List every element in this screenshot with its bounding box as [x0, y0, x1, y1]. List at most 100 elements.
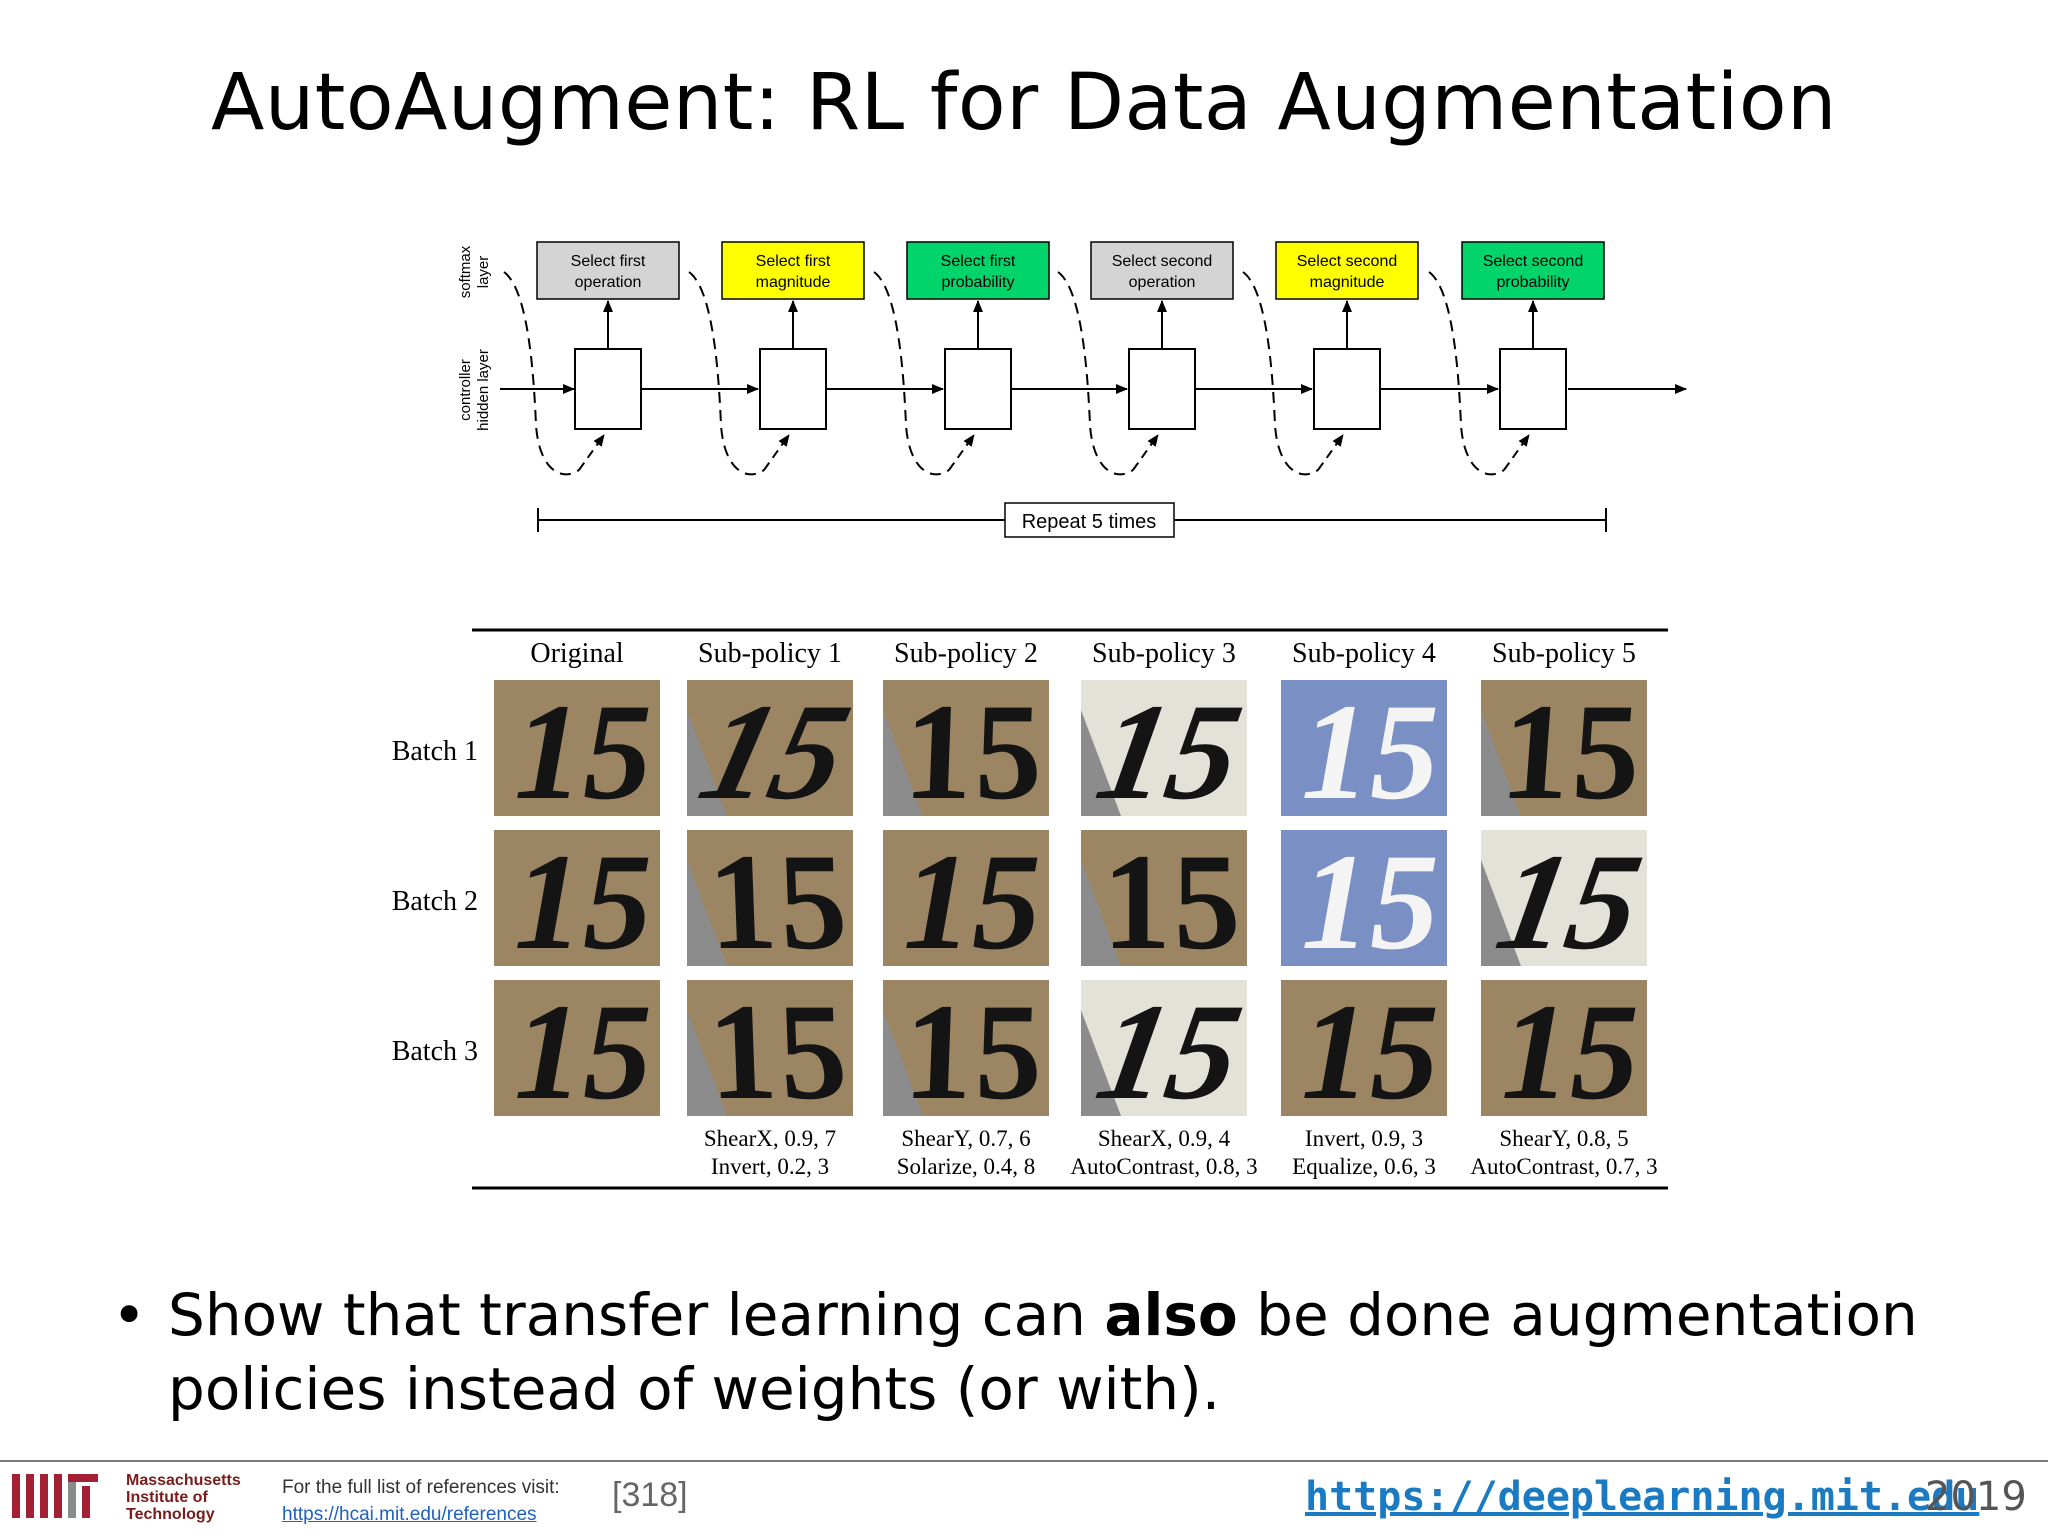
shear-fill-region [687, 860, 727, 966]
hidden-cell [759, 348, 827, 430]
feedback-dashed-curve [1057, 271, 1134, 476]
feedback-arrow [1317, 434, 1344, 471]
digit-glyph: 15 [1501, 975, 1639, 1128]
digit-glyph: 15 [1493, 675, 1647, 828]
subpolicy-caption-line2: AutoContrast, 0.7, 3 [1470, 1154, 1657, 1179]
augmented-image: 15 [687, 830, 862, 966]
shear-fill-region [687, 710, 727, 816]
softmax-output-box [536, 241, 680, 300]
softmax-box-line2: operation [575, 274, 642, 291]
mit-wordmark: Massachusetts Institute of Technology [126, 1472, 241, 1523]
feedback-arrow [763, 434, 790, 471]
digit-glyph: 15 [1087, 976, 1252, 1129]
controller-diagram: softmax layer controller hidden layer Se… [457, 241, 1687, 538]
augmented-image: 15 [1081, 976, 1252, 1129]
augmented-image: 15 [494, 825, 660, 978]
shear-fill-region [883, 710, 923, 816]
softmax-output-box [1461, 241, 1605, 300]
table-column-header: Sub-policy 5 [1492, 638, 1636, 669]
augmented-image: 15 [1481, 826, 1652, 979]
softmax-box-line1: Select second [1297, 253, 1398, 270]
shear-fill-region [1081, 710, 1121, 816]
controller-step: Select first operation [503, 241, 759, 476]
hidden-cell [1128, 348, 1196, 430]
softmax-output-box [1275, 241, 1419, 300]
feedback-dashed-curve [1428, 271, 1505, 476]
softmax-output-box [906, 241, 1050, 300]
bullet-text-end: be done augmentation policies instead of… [168, 1281, 1918, 1423]
augmented-image: 15 [1281, 675, 1447, 828]
augmented-image: 15 [1281, 975, 1447, 1128]
mit-line-1: Massachusetts [126, 1472, 241, 1489]
augmented-image: 15 [883, 675, 1053, 828]
softmax-box-line2: magnitude [1310, 274, 1385, 291]
shear-fill-region [1481, 860, 1521, 966]
digit-glyph: 15 [1487, 826, 1652, 979]
table-column-header: Sub-policy 2 [894, 638, 1038, 669]
subpolicy-caption-line1: ShearY, 0.7, 6 [901, 1126, 1030, 1151]
image-background [1281, 830, 1447, 966]
feedback-arrow [1132, 434, 1159, 471]
digit-glyph: 15 [1301, 675, 1439, 828]
hidden-cell [1499, 348, 1567, 430]
subpolicy-caption-line2: Invert, 0.2, 3 [711, 1154, 829, 1179]
references-link[interactable]: https://hcai.mit.edu/references [282, 1504, 537, 1525]
digit-glyph: 15 [1301, 975, 1439, 1128]
digit-glyph: 15 [893, 975, 1053, 1128]
hidden-cell [574, 348, 642, 430]
bullet-text-start: Show that transfer learning can [168, 1281, 1105, 1349]
softmax-layer-label: softmax layer [457, 245, 492, 298]
course-website-link[interactable]: https://deeplearning.mit.edu [1305, 1474, 1980, 1520]
digit-glyph: 15 [1088, 826, 1253, 979]
shear-fill-region [1081, 1010, 1121, 1116]
softmax-box-line1: Select second [1483, 253, 1584, 270]
softmax-box-line2: operation [1129, 274, 1196, 291]
softmax-box-line1: Select first [756, 253, 831, 270]
augmented-image: 15 [1481, 975, 1647, 1128]
repeat-bracket: Repeat 5 times [537, 502, 1607, 538]
hidden-cell [1313, 348, 1381, 430]
bullet-text-bold: also [1104, 1281, 1238, 1349]
feedback-arrow [578, 434, 605, 471]
subpolicy-caption-line2: AutoContrast, 0.8, 3 [1070, 1154, 1257, 1179]
digit-glyph: 15 [514, 675, 652, 828]
shear-fill-region [1081, 860, 1121, 966]
digit-glyph: 15 [692, 976, 862, 1128]
table-row-label: Batch 1 [392, 736, 478, 767]
mit-line-2: Institute of [126, 1489, 208, 1506]
year-label: 2019 [1925, 1474, 2027, 1520]
digit-glyph: 15 [903, 825, 1041, 978]
table-column-header: Original [530, 638, 624, 669]
digit-glyph: 15 [893, 675, 1053, 828]
mit-line-3: Technology [126, 1506, 215, 1523]
references-note: For the full list of references visit: h… [282, 1474, 560, 1528]
augmented-image: 15 [1481, 675, 1647, 828]
softmax-output-box [1090, 241, 1234, 300]
footer-divider [0, 1460, 2048, 1462]
feedback-arrow [1503, 434, 1530, 471]
table-row-label: Batch 2 [392, 886, 478, 917]
digit-glyph: 15 [514, 975, 652, 1128]
augmented-image: 15 [687, 976, 862, 1128]
feedback-dashed-curve [688, 271, 765, 476]
subpolicy-caption-line1: ShearX, 0.9, 4 [1098, 1126, 1231, 1151]
shear-fill-region [1481, 710, 1521, 816]
image-background [1281, 980, 1447, 1116]
augmented-image: 15 [1081, 680, 1252, 816]
mit-logo [12, 1474, 98, 1518]
subpolicy-caption-line1: ShearX, 0.9, 7 [704, 1126, 836, 1151]
digit-glyph: 15 [1301, 825, 1439, 978]
softmax-box-line1: Select first [571, 253, 646, 270]
reference-number: [318] [612, 1476, 688, 1514]
hidden-label-line1: controller [457, 359, 474, 421]
image-background [883, 830, 1049, 966]
subpolicy-caption-line1: Invert, 0.9, 3 [1305, 1126, 1423, 1151]
digit-glyph: 15 [514, 825, 652, 978]
references-label: For the full list of references visit: [282, 1477, 560, 1498]
slide-title: AutoAugment: RL for Data Augmentation [211, 58, 1837, 148]
augmented-image: 15 [494, 975, 660, 1128]
